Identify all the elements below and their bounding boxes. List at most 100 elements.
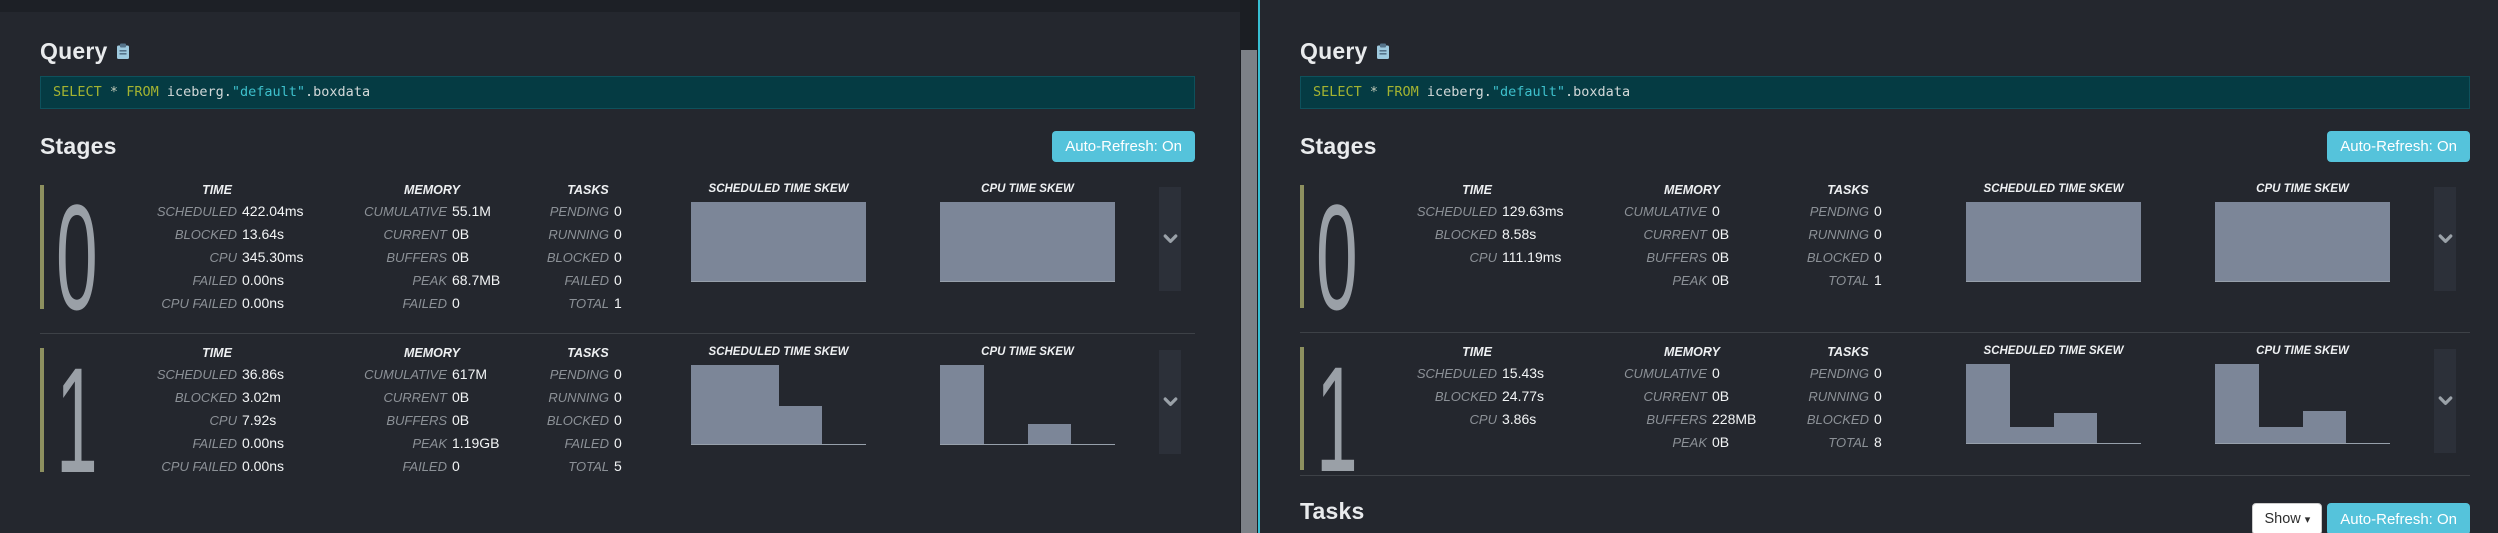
expand-stage-button[interactable] xyxy=(1159,350,1181,454)
stat-value: 129.63ms xyxy=(1502,203,1564,219)
scheduled-time-skew-chart: SCHEDULED TIME SKEW xyxy=(691,183,866,315)
stat-label: PEAK xyxy=(1672,273,1707,288)
stat-value: 0B xyxy=(1712,249,1730,265)
cpu-time-skew-chart: CPU TIME SKEW xyxy=(2215,345,2390,476)
stat-label: FAILED xyxy=(564,273,609,288)
stat-label: FAILED xyxy=(402,296,447,311)
sql-query-text: SELECT * FROM iceberg."default".boxdata xyxy=(1300,76,2470,109)
show-dropdown-button[interactable]: Show▾ xyxy=(2252,503,2323,533)
stat-label: TOTAL xyxy=(568,296,609,311)
sql-quoted-identifier: "default" xyxy=(231,84,306,100)
histogram-bar xyxy=(1966,202,2010,281)
scrollbar-thumb[interactable] xyxy=(1241,50,1257,533)
stat-label: CPU FAILED xyxy=(161,296,237,311)
stage-number: 1 xyxy=(44,345,110,495)
stat-value: 0 xyxy=(614,272,622,288)
stage-accent-bar xyxy=(40,185,44,309)
stat-label: RUNNING xyxy=(548,390,609,405)
expand-stage-button[interactable] xyxy=(2434,187,2456,291)
panel-divider xyxy=(1258,0,1260,533)
sql-query-text: SELECT * FROM iceberg."default".boxdata xyxy=(40,76,1195,109)
histogram-bar xyxy=(2053,412,2098,443)
stat-value: 111.19ms xyxy=(1502,249,1562,265)
stat-label: CURRENT xyxy=(383,390,447,405)
stage-number: 0 xyxy=(1304,173,1370,341)
clipboard-icon[interactable] xyxy=(116,43,130,60)
histogram xyxy=(691,365,866,445)
auto-refresh-button[interactable]: Auto-Refresh: On xyxy=(2327,130,2470,162)
stat-column-header: TIME xyxy=(1462,183,1492,197)
sql-keyword: FROM xyxy=(126,84,159,100)
auto-refresh-button[interactable]: Auto-Refresh: On xyxy=(1052,130,1195,162)
stat-label: CPU xyxy=(1469,250,1497,265)
histogram-bar xyxy=(1966,364,2010,443)
stat-label: BLOCKED xyxy=(1806,412,1869,427)
stat-label: RUNNING xyxy=(1808,227,1869,242)
stat-column-header: MEMORY xyxy=(1663,345,1721,359)
stat-label: BLOCKED xyxy=(546,413,609,428)
histogram xyxy=(691,202,866,282)
stat-label: BLOCKED xyxy=(546,250,609,265)
chart-title: CPU TIME SKEW xyxy=(2256,183,2349,195)
stat-label: FAILED xyxy=(192,273,237,288)
left-panel-scrollbar[interactable] xyxy=(1240,0,1258,533)
histogram-bar xyxy=(2258,427,2303,443)
stat-value: 0 xyxy=(1874,411,1882,427)
clipboard-icon[interactable] xyxy=(1376,43,1390,60)
histogram xyxy=(2215,364,2390,444)
expand-stage-button[interactable] xyxy=(1159,187,1181,291)
expand-stage-button[interactable] xyxy=(2434,349,2456,453)
stat-value: 8.58s xyxy=(1502,226,1537,242)
stat-value: 422.04ms xyxy=(242,203,304,219)
stat-value: 0 xyxy=(452,458,460,474)
stat-value: 13.64s xyxy=(242,226,285,242)
stat-value: 3.02m xyxy=(242,389,281,405)
stages-title: Stages xyxy=(40,132,117,159)
stat-label: BLOCKED xyxy=(1434,227,1497,242)
stat-value: 15.43s xyxy=(1502,365,1545,381)
stat-value: 0 xyxy=(1874,365,1882,381)
stat-value: 8 xyxy=(1874,434,1882,450)
tasks-toolbar: Show▾ Auto-Refresh: On xyxy=(2252,503,2470,533)
chart-title: SCHEDULED TIME SKEW xyxy=(708,183,849,195)
stage-number: 1 xyxy=(1304,344,1370,494)
histogram-bar xyxy=(2009,202,2054,281)
stat-label: CPU FAILED xyxy=(161,459,237,474)
histogram-bar xyxy=(1027,424,1072,444)
caret-down-icon: ▾ xyxy=(2304,514,2311,526)
tasks-title: Tasks xyxy=(1300,498,1365,524)
auto-refresh-button[interactable]: Auto-Refresh: On xyxy=(2327,503,2470,533)
stat-label: SCHEDULED xyxy=(156,204,237,219)
query-section-title: Query xyxy=(40,38,1195,65)
histogram-bar xyxy=(822,202,866,281)
sql-identifier: iceberg. xyxy=(1426,84,1492,100)
stat-value: 0B xyxy=(452,412,470,428)
stat-label: CUMULATIVE xyxy=(1624,366,1707,381)
stat-label: CURRENT xyxy=(383,227,447,242)
scheduled-time-skew-chart: SCHEDULED TIME SKEW xyxy=(691,346,866,478)
cpu-time-skew-chart: CPU TIME SKEW xyxy=(2215,183,2390,314)
histogram-bar xyxy=(734,202,779,281)
stat-label: PEAK xyxy=(412,273,447,288)
stage-number-digit: 0 xyxy=(1316,173,1358,341)
stat-value: 345.30ms xyxy=(242,249,304,265)
